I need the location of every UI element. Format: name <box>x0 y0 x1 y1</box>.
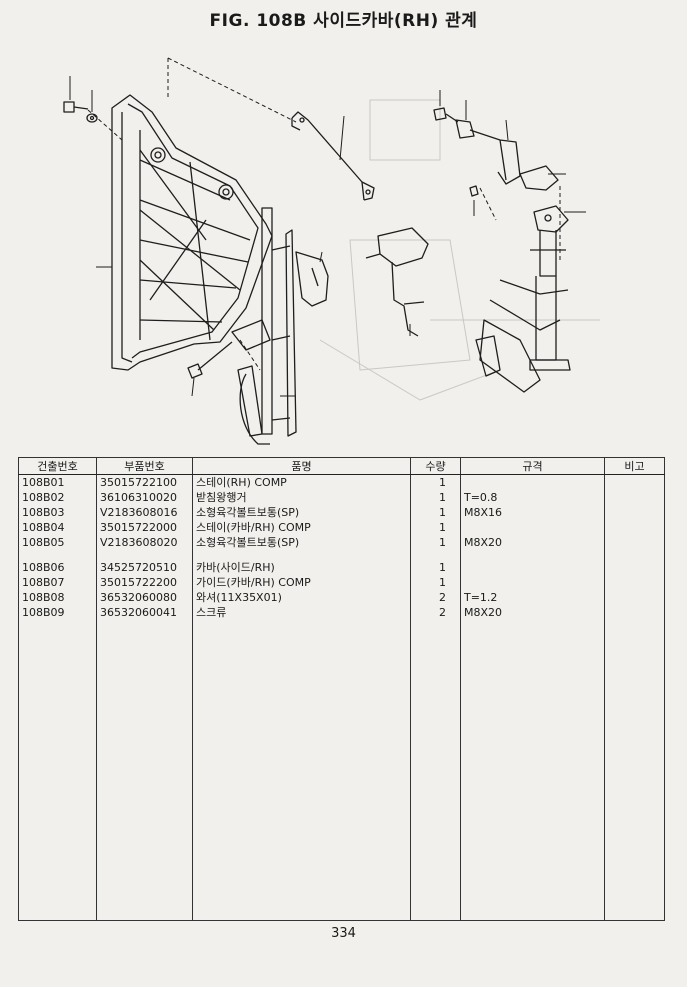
cell-spec: M8X20 <box>460 605 605 620</box>
table-row: 108B06 34525720510 카바(사이드/RH) 1 <box>18 560 665 575</box>
exploded-parts-diagram: 9 <box>63 57 600 445</box>
cell-spec: M8X20 <box>460 535 605 550</box>
cell-note <box>604 560 665 575</box>
cell-qty: 1 <box>410 560 461 575</box>
cell-name: 카바(사이드/RH) <box>192 560 411 575</box>
cell-spec <box>460 474 605 490</box>
cell-ref: 108B03 <box>18 505 97 520</box>
header-name: 품명 <box>192 457 411 475</box>
parts-table: 건출번호 부품번호 품명 수량 규격 비고 108B01 35015722100… <box>18 457 665 921</box>
cell-qty: 1 <box>410 505 461 520</box>
cell-ref: 108B06 <box>18 560 97 575</box>
cell-qty: 1 <box>410 490 461 505</box>
table-row: 108B05 V2183608020 소형육각볼트보통(SP) 1 M8X20 <box>18 535 665 550</box>
cell-note <box>604 520 665 535</box>
cell-ref: 108B08 <box>18 590 97 605</box>
cell-ref: 108B04 <box>18 520 97 535</box>
cell-name: 가이드(카바/RH) COMP <box>192 575 411 590</box>
table-spacer-row <box>18 550 665 560</box>
pillar-assembly <box>475 165 571 393</box>
table-row: 108B08 36532060080 와셔(11X35X01) 2 T=1.2 <box>18 590 665 605</box>
side-cover-panel <box>111 94 273 371</box>
cell-name: 와셔(11X35X01) <box>192 590 411 605</box>
cell-name: 스테이(카바/RH) COMP <box>192 520 411 535</box>
cell-qty: 1 <box>410 575 461 590</box>
header-part-no: 부품번호 <box>96 457 193 475</box>
table-row: 108B09 36532060041 스크류 2 M8X20 <box>18 605 665 620</box>
cell-qty: 1 <box>410 520 461 535</box>
stay-rod <box>291 111 375 201</box>
cell-part-no: 35015722000 <box>96 520 193 535</box>
cell-name: 소형육각볼트보통(SP) <box>192 535 411 550</box>
cell-ref: 108B02 <box>18 490 97 505</box>
table-empty-area <box>18 620 665 921</box>
top-right-clamp <box>433 107 521 197</box>
bracket-5 <box>187 319 271 437</box>
cell-spec: T=1.2 <box>460 590 605 605</box>
bracket-4 <box>295 251 329 307</box>
cell-part-no: 35015722100 <box>96 474 193 490</box>
bolt-and-washer <box>63 101 98 123</box>
table-row: 108B01 35015722100 스테이(RH) COMP 1 <box>18 474 665 490</box>
cell-part-no: 34525720510 <box>96 560 193 575</box>
cell-ref: 108B05 <box>18 535 97 550</box>
cell-note <box>604 605 665 620</box>
cell-note <box>604 490 665 505</box>
header-note: 비고 <box>604 457 665 475</box>
bracket-84-24 <box>365 227 429 337</box>
cell-name: 스테이(RH) COMP <box>192 474 411 490</box>
cell-qty: 1 <box>410 535 461 550</box>
cell-part-no: 35015722200 <box>96 575 193 590</box>
cell-name: 받침왕행거 <box>192 490 411 505</box>
cell-spec <box>460 560 605 575</box>
cell-ref: 108B09 <box>18 605 97 620</box>
table-row: 108B02 36106310020 받침왕행거 1 T=0.8 <box>18 490 665 505</box>
cell-part-no: 36532060080 <box>96 590 193 605</box>
cell-part-no: 36532060041 <box>96 605 193 620</box>
table-row: 108B04 35015722000 스테이(카바/RH) COMP 1 <box>18 520 665 535</box>
table-header-row: 건출번호 부품번호 품명 수량 규격 비고 <box>18 457 665 475</box>
cell-qty: 2 <box>410 605 461 620</box>
table-row: 108B07 35015722200 가이드(카바/RH) COMP 1 <box>18 575 665 590</box>
cell-part-no: V2183608016 <box>96 505 193 520</box>
table-row: 108B03 V2183608016 소형육각볼트보통(SP) 1 M8X16 <box>18 505 665 520</box>
cell-name: 스크류 <box>192 605 411 620</box>
cell-spec <box>460 520 605 535</box>
cell-note <box>604 505 665 520</box>
header-spec: 규격 <box>460 457 605 475</box>
cell-note <box>604 590 665 605</box>
cell-spec: M8X16 <box>460 505 605 520</box>
cell-qty: 2 <box>410 590 461 605</box>
cell-part-no: V2183608020 <box>96 535 193 550</box>
guide-rail <box>261 207 297 437</box>
cell-ref: 108B07 <box>18 575 97 590</box>
cell-name: 소형육각볼트보통(SP) <box>192 505 411 520</box>
header-qty: 수량 <box>410 457 461 475</box>
cell-note <box>604 474 665 490</box>
cell-part-no: 36106310020 <box>96 490 193 505</box>
page-title: FIG. 108B 사이드카바(RH) 관계 <box>209 11 478 31</box>
cell-note <box>604 535 665 550</box>
cell-ref: 108B01 <box>18 474 97 490</box>
header-ref: 건출번호 <box>18 457 97 475</box>
cell-spec <box>460 575 605 590</box>
cell-spec: T=0.8 <box>460 490 605 505</box>
cell-qty: 1 <box>410 474 461 490</box>
cell-note <box>604 575 665 590</box>
page-number: 334 <box>331 926 356 941</box>
lower-cover-piece <box>239 373 270 445</box>
